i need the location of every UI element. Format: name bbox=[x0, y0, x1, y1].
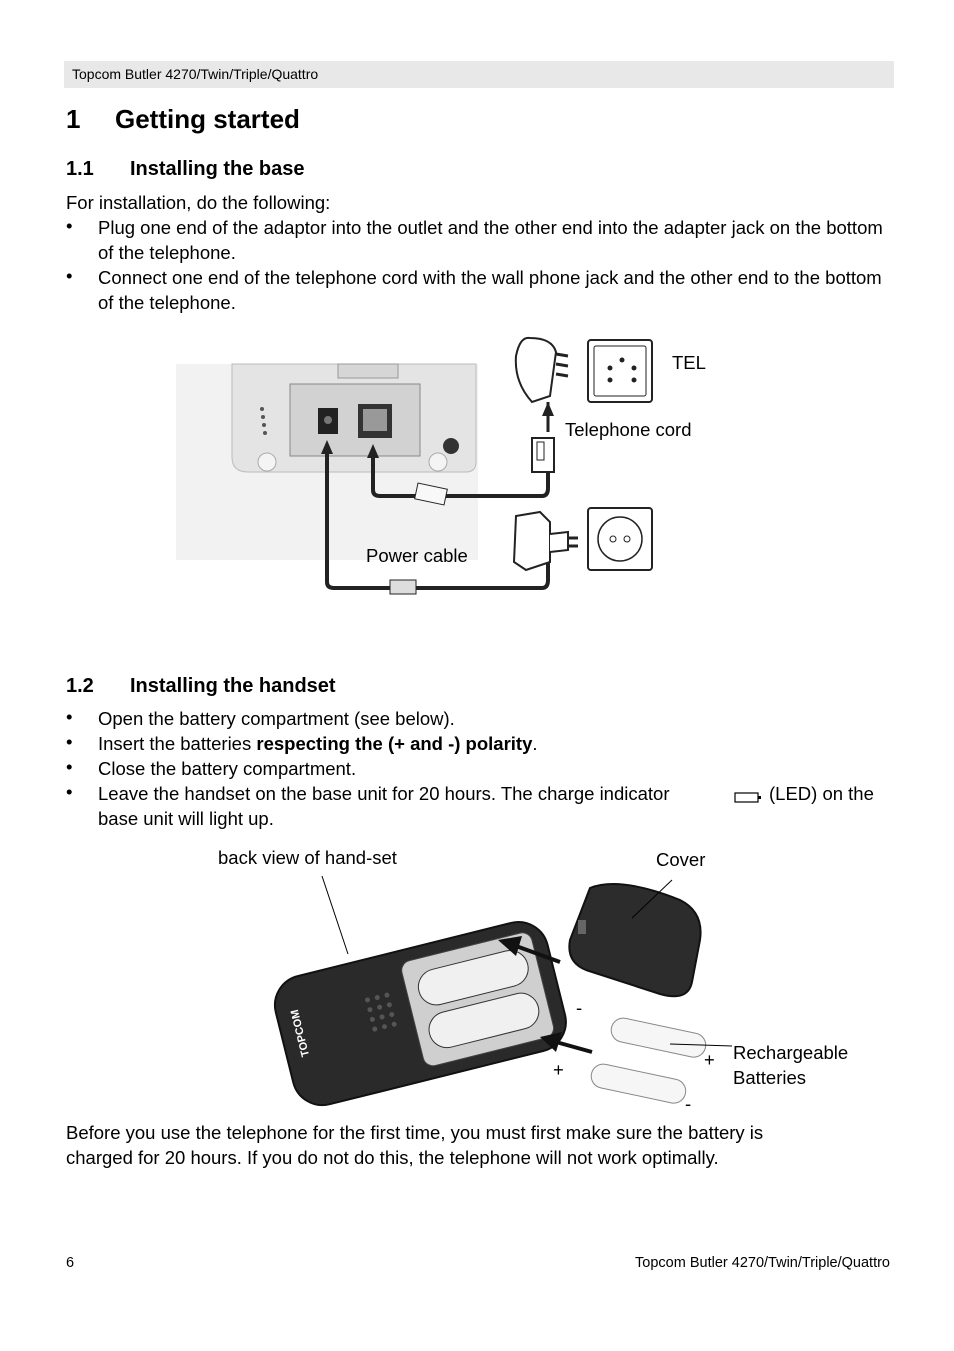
closing-text: Before you use the telephone for the fir… bbox=[66, 1122, 764, 1143]
handset-body: TOPCOM bbox=[273, 921, 567, 1107]
bullet-text: Insert the batteries respecting the (+ a… bbox=[98, 731, 898, 756]
power-cable-line bbox=[325, 450, 550, 590]
batteries-label: Batteries bbox=[733, 1067, 807, 1088]
back-view-label: back view of hand-set bbox=[218, 847, 397, 868]
loose-battery bbox=[610, 1017, 707, 1058]
charge-indicator-icon bbox=[734, 792, 761, 803]
telephone-cord-label: Telephone cord bbox=[565, 419, 692, 440]
bullet-text: Close the battery compartment. bbox=[98, 758, 357, 779]
minus-sign: - bbox=[576, 997, 583, 1018]
intro-text: For installation, do the following: bbox=[66, 192, 331, 213]
bullet-text-plain: Insert the batteries bbox=[98, 733, 257, 754]
bullet-text: Plug one end of the adaptor into the out… bbox=[98, 217, 883, 263]
bullet-text-bold: respecting the (+ and -) polarity bbox=[256, 733, 533, 754]
cover-label: Cover bbox=[656, 849, 706, 870]
footer-title: Topcom Butler 4270/Twin/Triple/Quattro bbox=[635, 1255, 890, 1271]
header-bar bbox=[64, 61, 894, 88]
bullet-text-plain: . bbox=[532, 733, 538, 754]
bullet-text: Connect one end of the telephone cord wi… bbox=[98, 267, 882, 313]
arrow bbox=[555, 1040, 593, 1054]
subsection-title: Installing the base bbox=[130, 158, 305, 180]
tel-plug bbox=[514, 336, 558, 404]
bullet-glyph: • bbox=[66, 731, 73, 752]
leader-line bbox=[669, 1043, 733, 1047]
arrow bbox=[515, 944, 561, 964]
tel-wall-socket bbox=[587, 339, 653, 403]
bullet-text-line2: base unit will light up. bbox=[98, 808, 274, 829]
loose-battery bbox=[590, 1063, 687, 1104]
base-installation-figure bbox=[176, 336, 653, 595]
closing-text: charged for 20 hours. If you do not do t… bbox=[66, 1147, 719, 1168]
minus-sign: - bbox=[685, 1093, 692, 1114]
subsection-number: 1.1 bbox=[66, 158, 94, 180]
tel-label: TEL bbox=[672, 352, 706, 373]
header-title: Topcom Butler 4270/Twin/Triple/Quattro bbox=[72, 66, 319, 82]
power-adaptor bbox=[512, 510, 551, 572]
power-cable-label: Power cable bbox=[366, 545, 468, 566]
leader-line bbox=[631, 879, 673, 919]
leader-line bbox=[321, 875, 349, 955]
plus-sign: + bbox=[553, 1059, 564, 1080]
section-title: Getting started bbox=[115, 104, 300, 134]
battery-cover bbox=[568, 883, 702, 998]
bullet-glyph: • bbox=[66, 706, 73, 727]
bullet-glyph: • bbox=[66, 265, 73, 286]
subsection-number: 1.2 bbox=[66, 675, 94, 697]
bullet-glyph: • bbox=[66, 781, 73, 802]
bullet-text-tail: (LED) on the bbox=[769, 783, 874, 804]
section-number: 1 bbox=[66, 104, 81, 134]
bullet-text: Open the battery compartment (see below)… bbox=[98, 708, 455, 729]
rechargeable-label: Rechargeable bbox=[733, 1042, 849, 1063]
bullet-glyph: • bbox=[66, 756, 73, 777]
telephone-cord-line bbox=[371, 452, 550, 498]
plus-sign: + bbox=[704, 1049, 715, 1070]
bullet-text: Leave the handset on the base unit for 2… bbox=[98, 783, 670, 804]
battery-in-handset bbox=[428, 992, 540, 1049]
page-number: 6 bbox=[66, 1255, 75, 1271]
subsection-title: Installing the handset bbox=[130, 675, 336, 697]
handset-figure: TOPCOM bbox=[273, 875, 733, 1107]
battery-in-handset bbox=[417, 950, 529, 1006]
bullet-glyph: • bbox=[66, 215, 73, 236]
base-recess bbox=[289, 383, 421, 457]
